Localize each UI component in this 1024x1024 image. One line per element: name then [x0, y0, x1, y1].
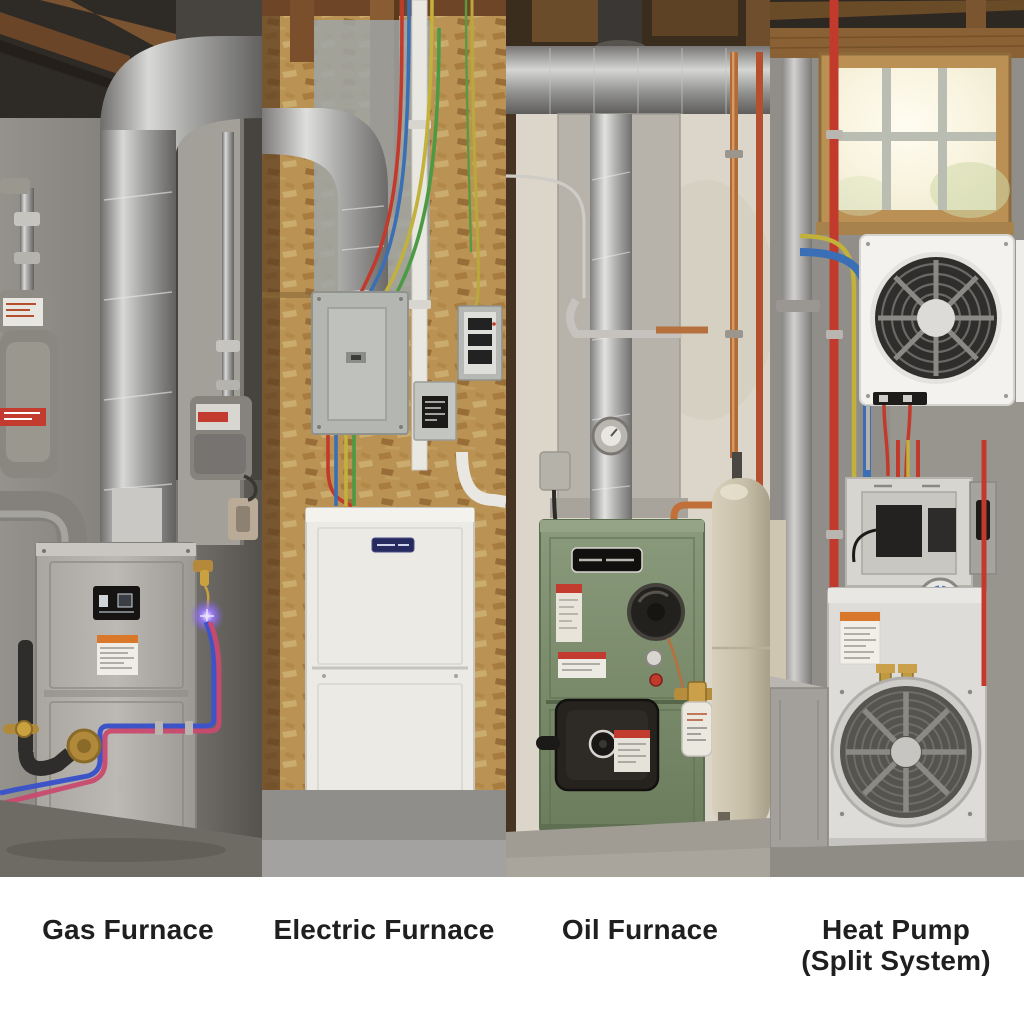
- panel-oil-furnace: [506, 0, 770, 877]
- warning-label: [839, 611, 881, 665]
- caption-gas-furnace: Gas Furnace: [42, 914, 214, 945]
- caption-electric-furnace: Electric Furnace: [273, 914, 495, 945]
- reset-button: [649, 673, 663, 687]
- brand-badge: [371, 537, 415, 553]
- gas-pipe-black: [3, 640, 102, 776]
- air-intake: [627, 583, 685, 641]
- photo-collage: [0, 0, 1024, 877]
- warning-label-small: [556, 584, 582, 642]
- switch-box: [457, 305, 503, 381]
- burner-assembly: [536, 698, 660, 792]
- oil-tank: [712, 452, 770, 832]
- floor: [262, 790, 506, 877]
- flue-pipe: [566, 114, 708, 522]
- floor-unit: [798, 440, 1018, 863]
- support-bracket: [566, 297, 682, 338]
- pressure-cap: [645, 649, 663, 667]
- gas-meter-right: [190, 132, 252, 480]
- copper-line: [725, 52, 743, 458]
- fan-grille-lower: [830, 676, 982, 828]
- caption-heat-pump-line2: (Split System): [801, 945, 991, 977]
- thin-conduit: [506, 174, 586, 298]
- breaker-panel: [311, 291, 409, 435]
- floor: [770, 840, 1024, 877]
- panel-heat-pump: [770, 0, 1024, 877]
- window: [816, 52, 1014, 235]
- gas-meter-left: [0, 178, 58, 478]
- gas-furnace-cabinet: [35, 542, 197, 849]
- foliage: [930, 162, 1010, 218]
- warning-label: [97, 635, 138, 675]
- refrigerant-lines: [0, 620, 222, 807]
- wall-fan-unit: [859, 234, 1024, 479]
- side-cabinet: [770, 520, 829, 849]
- ceiling-framing: [770, 0, 1024, 58]
- caption-row: Gas Furnace Electric Furnace Oil Furnace…: [0, 914, 1024, 977]
- caption-heat-pump: Heat Pump (Split System): [768, 914, 1024, 977]
- panel-gas-furnace: [0, 0, 262, 877]
- control-display: [93, 586, 140, 620]
- nameplate: [571, 547, 643, 573]
- panel-electric-furnace: [262, 0, 506, 877]
- outlet-box: [228, 474, 258, 540]
- oil-furnace-cabinet: [516, 519, 736, 852]
- caption-oil-furnace: Oil Furnace: [561, 914, 719, 945]
- floor: [506, 818, 770, 877]
- gas-valve-and-pilot: [190, 560, 224, 633]
- supply-duct: [100, 36, 262, 548]
- rating-label: [558, 652, 606, 678]
- floor: [0, 800, 262, 877]
- caption-heat-pump-line1: Heat Pump: [821, 914, 971, 945]
- fuel-supply-pipe: [670, 52, 770, 526]
- junction-box: [413, 381, 457, 441]
- horizontal-duct: [506, 0, 770, 114]
- window-sill: [816, 222, 1014, 235]
